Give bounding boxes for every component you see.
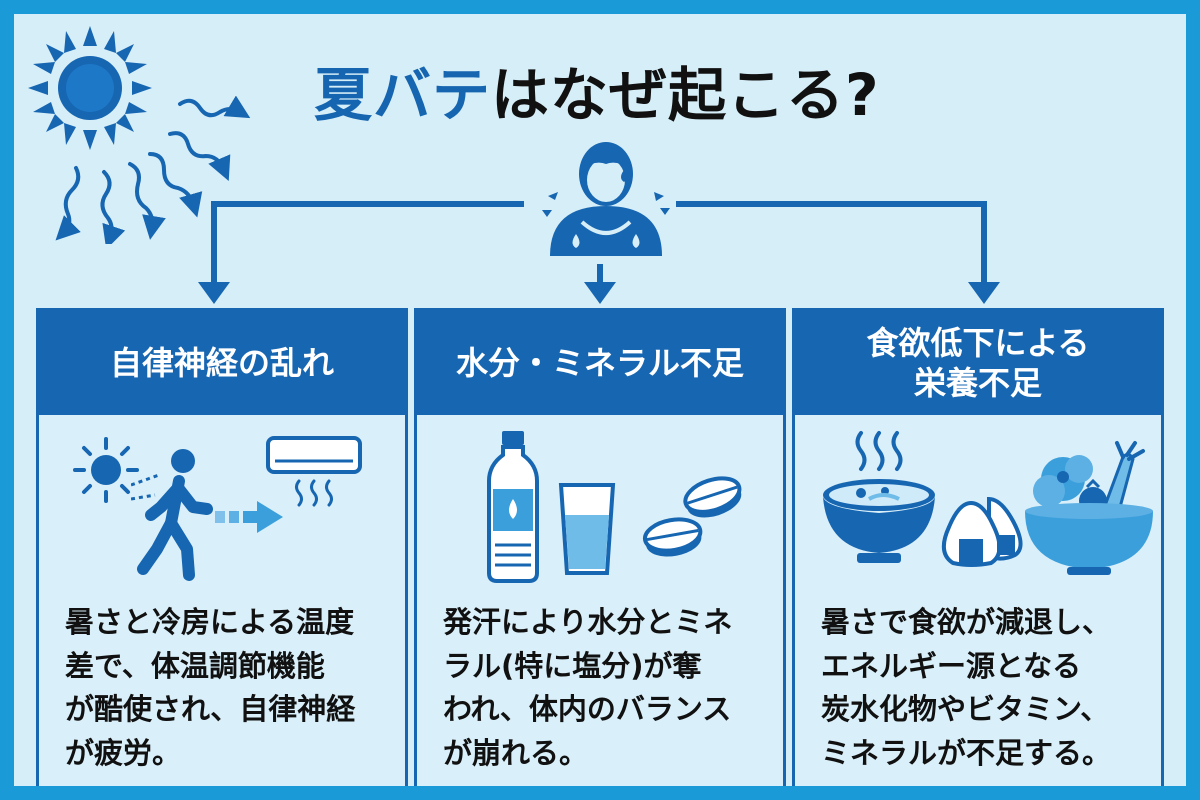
description-line: ラル(特に塩分)が奪 <box>443 648 702 683</box>
panel-title-line: 水分・ミネラル不足 <box>455 344 744 382</box>
panel-water-minerals: 水分・ミネラル不足 <box>414 308 786 786</box>
description-line: が酷使され、自律神経 <box>65 692 356 726</box>
description-line: 暑さで食欲が減退し、 <box>821 605 1112 639</box>
branch-connector <box>198 201 1000 304</box>
page-title: 夏バテはなぜ起こる? <box>314 66 880 124</box>
air-conditioner-icon <box>266 436 362 507</box>
panel-title-line: 食欲低下による <box>866 324 1090 362</box>
panel-illustration <box>417 429 783 583</box>
steaming-bowl-icon <box>823 431 935 563</box>
panel-title-line: 自律神経の乱れ <box>109 344 334 382</box>
title-accent: 夏バテ <box>314 61 492 129</box>
panel-illustration <box>795 429 1161 579</box>
description-line: われ、体内のバランス <box>443 692 732 726</box>
panel-description: 暑さで食欲が減退し、 エネルギー源となる 炭水化物やビタミン、 ミネラルが不足す… <box>821 601 1143 775</box>
water-bottle-icon <box>487 431 539 583</box>
description-line: 発汗により水分とミネ <box>443 605 733 639</box>
panel-appetite-nutrition: 食欲低下による 栄養不足 <box>792 308 1164 786</box>
walking-person-icon <box>131 449 213 581</box>
panel-illustration <box>39 429 405 581</box>
title-rest: はなぜ起こる? <box>491 61 880 129</box>
description-line: が疲労。 <box>65 735 182 770</box>
heat-wave-icon <box>55 95 251 244</box>
sun-icon <box>28 26 152 150</box>
water-glass-icon <box>558 483 616 575</box>
description-line: ミネラルが不足する。 <box>821 735 1112 770</box>
panel-title: 自律神経の乱れ <box>39 311 405 415</box>
panel-autonomic-nerves: 自律神経の乱れ <box>36 308 408 786</box>
description-line: 暑さと冷房による温度 <box>65 605 355 639</box>
panel-title: 水分・ミネラル不足 <box>417 311 783 415</box>
description-line: 炭水化物やビタミン、 <box>821 692 1110 726</box>
tablet-icon <box>642 476 742 557</box>
panel-description: 発汗により水分とミネ ラル(特に塩分)が奪 われ、体内のバランス が崩れる。 <box>443 601 765 775</box>
panel-description: 暑さと冷房による温度 差で、体温調節機能 が酷使され、自律神経 が疲労。 <box>65 601 387 775</box>
vegetable-bowl-icon <box>1025 441 1153 575</box>
panel-title: 食欲低下による 栄養不足 <box>795 311 1161 415</box>
description-line: が崩れる。 <box>443 735 589 770</box>
small-sun-icon <box>73 437 139 503</box>
sweating-person-icon <box>542 142 670 256</box>
panel-title-line: 栄養不足 <box>913 364 1042 402</box>
rice-ball-icon <box>941 496 1023 567</box>
arrow-right-icon <box>215 501 283 533</box>
description-line: 差で、体温調節機能 <box>65 648 325 683</box>
infographic-frame: 夏バテはなぜ起こる? <box>14 14 1186 786</box>
description-line: エネルギー源となる <box>821 648 1082 683</box>
